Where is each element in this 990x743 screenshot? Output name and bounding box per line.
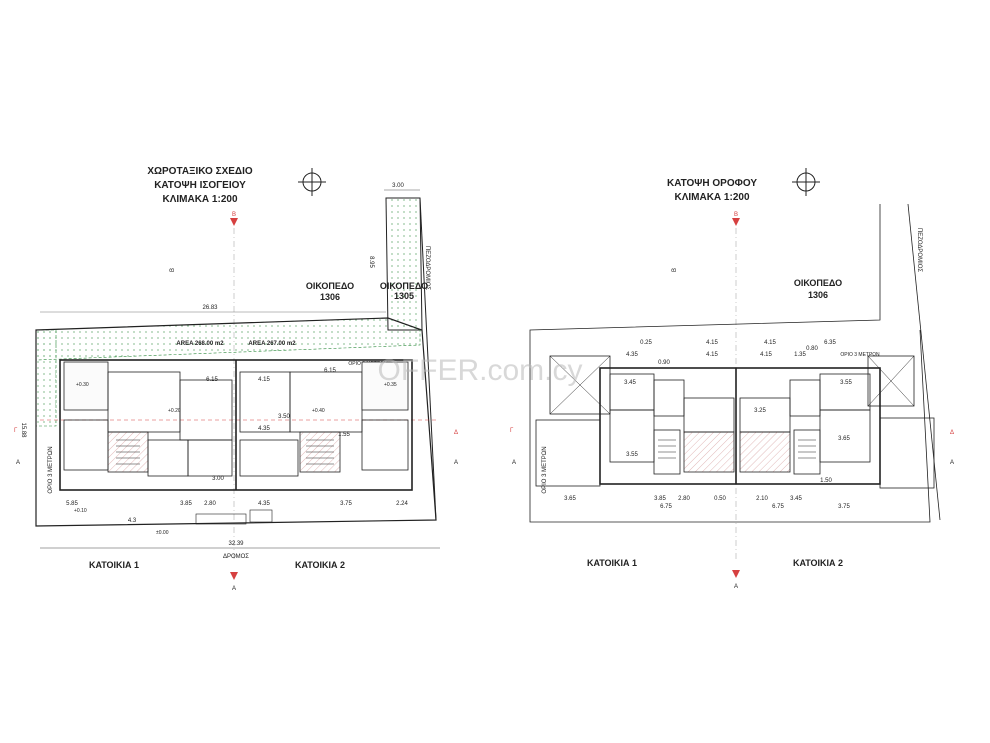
right-plot-label: ΟΙΚΟΠΕΔΟ [794,278,842,288]
right-house-1-label: ΚΑΤΟΙΚΙΑ 1 [587,558,637,568]
watermark: OFFER.com.cy [377,354,582,387]
dim-l-d11: 3.85 [180,501,192,507]
section-a-left: A [16,460,20,466]
left-house-1-label: ΚΑΤΟΙΚΙΑ 1 [89,560,139,570]
section-a-marker-left [230,572,238,580]
left-scale: ΚΛΙΜΑΚΑ 1:200 [162,194,237,205]
dim-r-d24: 1.50 [820,478,832,484]
left-road-label: ΔΡΟΜΟΣ [223,554,249,560]
section-g-marker: Γ [14,428,18,434]
dim-r-d21: 3.75 [838,504,850,510]
dim-r-d8: 4.15 [760,352,772,358]
north-arrow-icon [298,168,326,196]
dim-r-d6: 0.90 [658,360,670,366]
level-l3: +0.40 [312,408,325,414]
dim-r-d1: 0.25 [640,340,652,346]
dim-l-d8: 3.75 [340,501,352,507]
section-a-bottom-left: A [232,586,236,592]
dim-l-d7: 4.35 [258,501,270,507]
dim-l-d10: 3.50 [278,414,290,420]
dim-l-d13: 1.55 [338,432,350,438]
dim-l-d12: 2.80 [204,501,216,507]
right-title-line1: ΚΑΤΟΨΗ ΟΡΟΦΟΥ [667,178,757,189]
left-footpath-label: ΠΕΖΟΔΡΟΜΙΟΣ [424,246,430,291]
dim-r-d17: 2.10 [756,496,768,502]
dim-l-d15: 4.3 [128,518,137,524]
section-a-bottom-right: A [734,584,738,590]
dim-r-d18: 3.45 [790,496,802,502]
section-b-right: B [734,212,738,218]
right-house-2-label: ΚΑΤΟΙΚΙΑ 2 [793,558,843,568]
level-l2: +0.20 [168,408,181,414]
dim-r-d12: 3.55 [840,380,852,386]
dim-top-width: 3.00 [392,183,404,189]
left-title-line2: ΚΑΤΟΨΗ ΙΣΟΓΕΙΟΥ [154,180,246,191]
left-plot-number: 1306 [320,292,340,302]
right-plot-number: 1306 [808,290,828,300]
dim-r-d20: 6.75 [772,504,784,510]
section-g-marker-right: Γ [510,428,514,434]
section-d-marker-left: Δ [454,430,458,436]
section-a-right-right: A [950,460,954,466]
dim-west-length: 15.88 [20,422,26,438]
dim-r-d22: 3.85 [654,496,666,502]
level-l6: ±0.00 [156,530,169,536]
level-l4: +0.35 [384,382,397,388]
dim-r-d10: 0.80 [806,346,818,352]
svg-text:B: B [232,212,236,218]
left-plot-label: ΟΙΚΟΠΕΔΟ [306,281,354,291]
dim-r-d15: 2.80 [678,496,690,502]
ground-floor-building [59,359,413,525]
right-setback-side: ΟΡΙΟ 3 ΜΕΤΡΩΝ [542,446,548,493]
dim-r-d9: 1.35 [794,352,806,358]
left-setback-side: ΟΡΙΟ 3 ΜΕΤΡΩΝ [48,446,54,493]
dim-r-d16: 0.50 [714,496,726,502]
north-arrow-icon-right [792,168,820,196]
section-d-marker-right: Δ [950,430,954,436]
plot2-number: 1305 [394,291,414,301]
dim-l-d9: 3.00 [212,476,224,482]
level-l1: +0.30 [76,382,89,388]
dim-r-d11: 3.45 [624,380,636,386]
first-floor-building [599,367,881,485]
dim-r-d3: 4.15 [764,340,776,346]
section-b-right-side: B [672,268,678,272]
dim-l-d14: 2.24 [396,501,408,507]
dim-r-d23: 3.25 [754,408,766,414]
dim-l-d2: 4.15 [258,377,270,383]
area-house-1: AREA 268.00 m2 [176,341,224,347]
dim-l-d3: 6.15 [324,368,336,374]
area-house-2: AREA 267.00 m2 [248,341,296,347]
left-title-line1: ΧΩΡΟΤΑΞΙΚΟ ΣΧΕΔΙΟ [147,166,253,177]
plot2-label: ΟΙΚΟΠΕΔΟ [380,281,428,291]
dim-r-d14: 3.65 [564,496,576,502]
section-b-label-side: B [170,268,176,272]
dim-plot-width: 26.83 [202,305,218,311]
dim-road-width: 32.39 [228,541,244,547]
dim-l-d4: 4.35 [258,426,270,432]
level-l5: +0.10 [74,508,87,514]
left-house-2-label: ΚΑΤΟΙΚΙΑ 2 [295,560,345,570]
right-footpath-label: ΠΕΖΟΔΡΟΜΙΟΣ [916,228,922,273]
section-b-marker-right [732,218,740,226]
dim-l-d6: 5.85 [66,501,78,507]
section-a-right-left: A [454,460,458,466]
dim-r-d4: 6.35 [824,340,836,346]
ground-floor-plan: ΧΩΡΟΤΑΞΙΚΟ ΣΧΕΔΙΟ ΚΑΤΟΨΗ ΙΣΟΓΕΙΟΥ ΚΛΙΜΑΚ… [14,166,458,592]
right-setback-label: ΟΡΙΟ 3 ΜΕΤΡΩΝ [840,352,880,358]
dim-r-d7: 4.15 [706,352,718,358]
first-floor-plan: ΚΑΤΟΨΗ ΟΡΟΦΟΥ ΚΛΙΜΑΚΑ 1:200 B B ΠΕΖΟΔΡΟΜ… [510,168,954,590]
section-a-marker-right [732,570,740,578]
dim-r-d2: 4.15 [706,340,718,346]
dim-r-d12b: 3.55 [626,452,638,458]
right-scale: ΚΛΙΜΑΚΑ 1:200 [674,192,749,203]
dim-east-length: 8.95 [368,256,374,268]
dim-r-d19: 6.75 [660,504,672,510]
section-b-marker: B [230,212,238,560]
dim-l-d1: 6.15 [206,377,218,383]
dim-r-d13: 3.65 [838,436,850,442]
section-a-left-right: A [512,460,516,466]
dim-r-d5: 4.35 [626,352,638,358]
